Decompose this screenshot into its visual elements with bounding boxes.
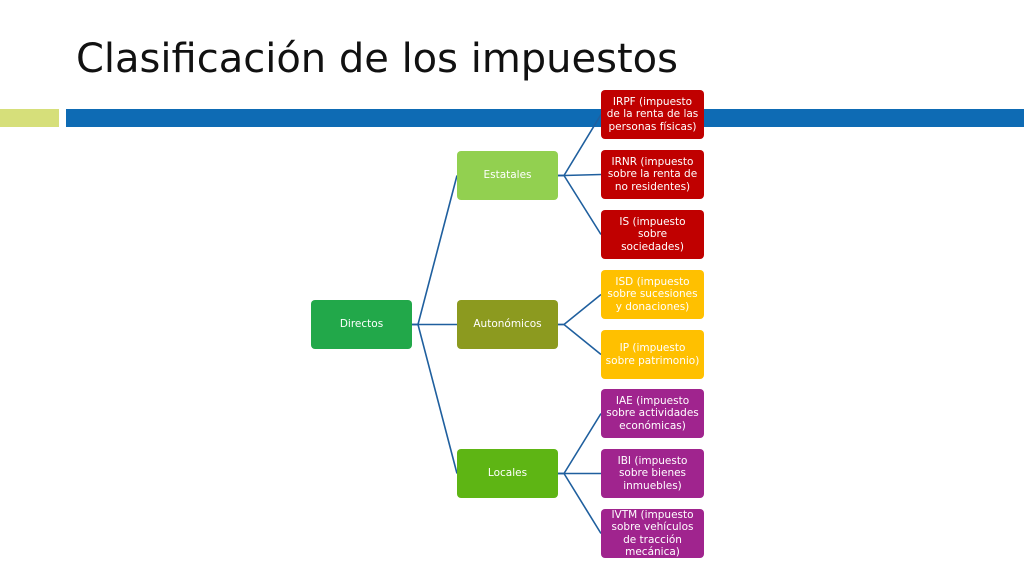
connector-line	[558, 174, 602, 235]
accent-bar	[0, 109, 59, 127]
node-ip: IP (impuesto sobre patrimonio)	[601, 330, 704, 379]
connector-line	[558, 472, 602, 534]
node-iae: IAE (impuesto sobre actividades económic…	[601, 389, 704, 438]
connector-line	[412, 175, 458, 326]
node-isd: ISD (impuesto sobre sucesiones y donacio…	[601, 270, 704, 319]
node-irnr: IRNR (impuesto sobre la renta de no resi…	[601, 150, 704, 199]
node-estatales: Estatales	[457, 151, 558, 200]
connector-line	[558, 323, 602, 356]
node-locales: Locales	[457, 449, 558, 498]
node-irpf: IRPF (impuesto de la renta de las person…	[601, 90, 704, 139]
node-is: IS (impuesto sobre sociedades)	[601, 210, 704, 259]
connector-line	[558, 114, 602, 177]
node-autonomicos: Autonómicos	[457, 300, 558, 349]
node-ivtm: IVTM (impuesto sobre vehículos de tracci…	[601, 509, 704, 558]
connector-line	[558, 293, 602, 326]
slide-title: Clasificación de los impuestos	[76, 36, 678, 82]
connector-line	[558, 413, 602, 475]
node-directos: Directos	[311, 300, 412, 349]
connector-line	[412, 323, 458, 474]
node-ibi: IBI (impuesto sobre bienes inmuebles)	[601, 449, 704, 498]
header-bar	[66, 109, 1024, 127]
